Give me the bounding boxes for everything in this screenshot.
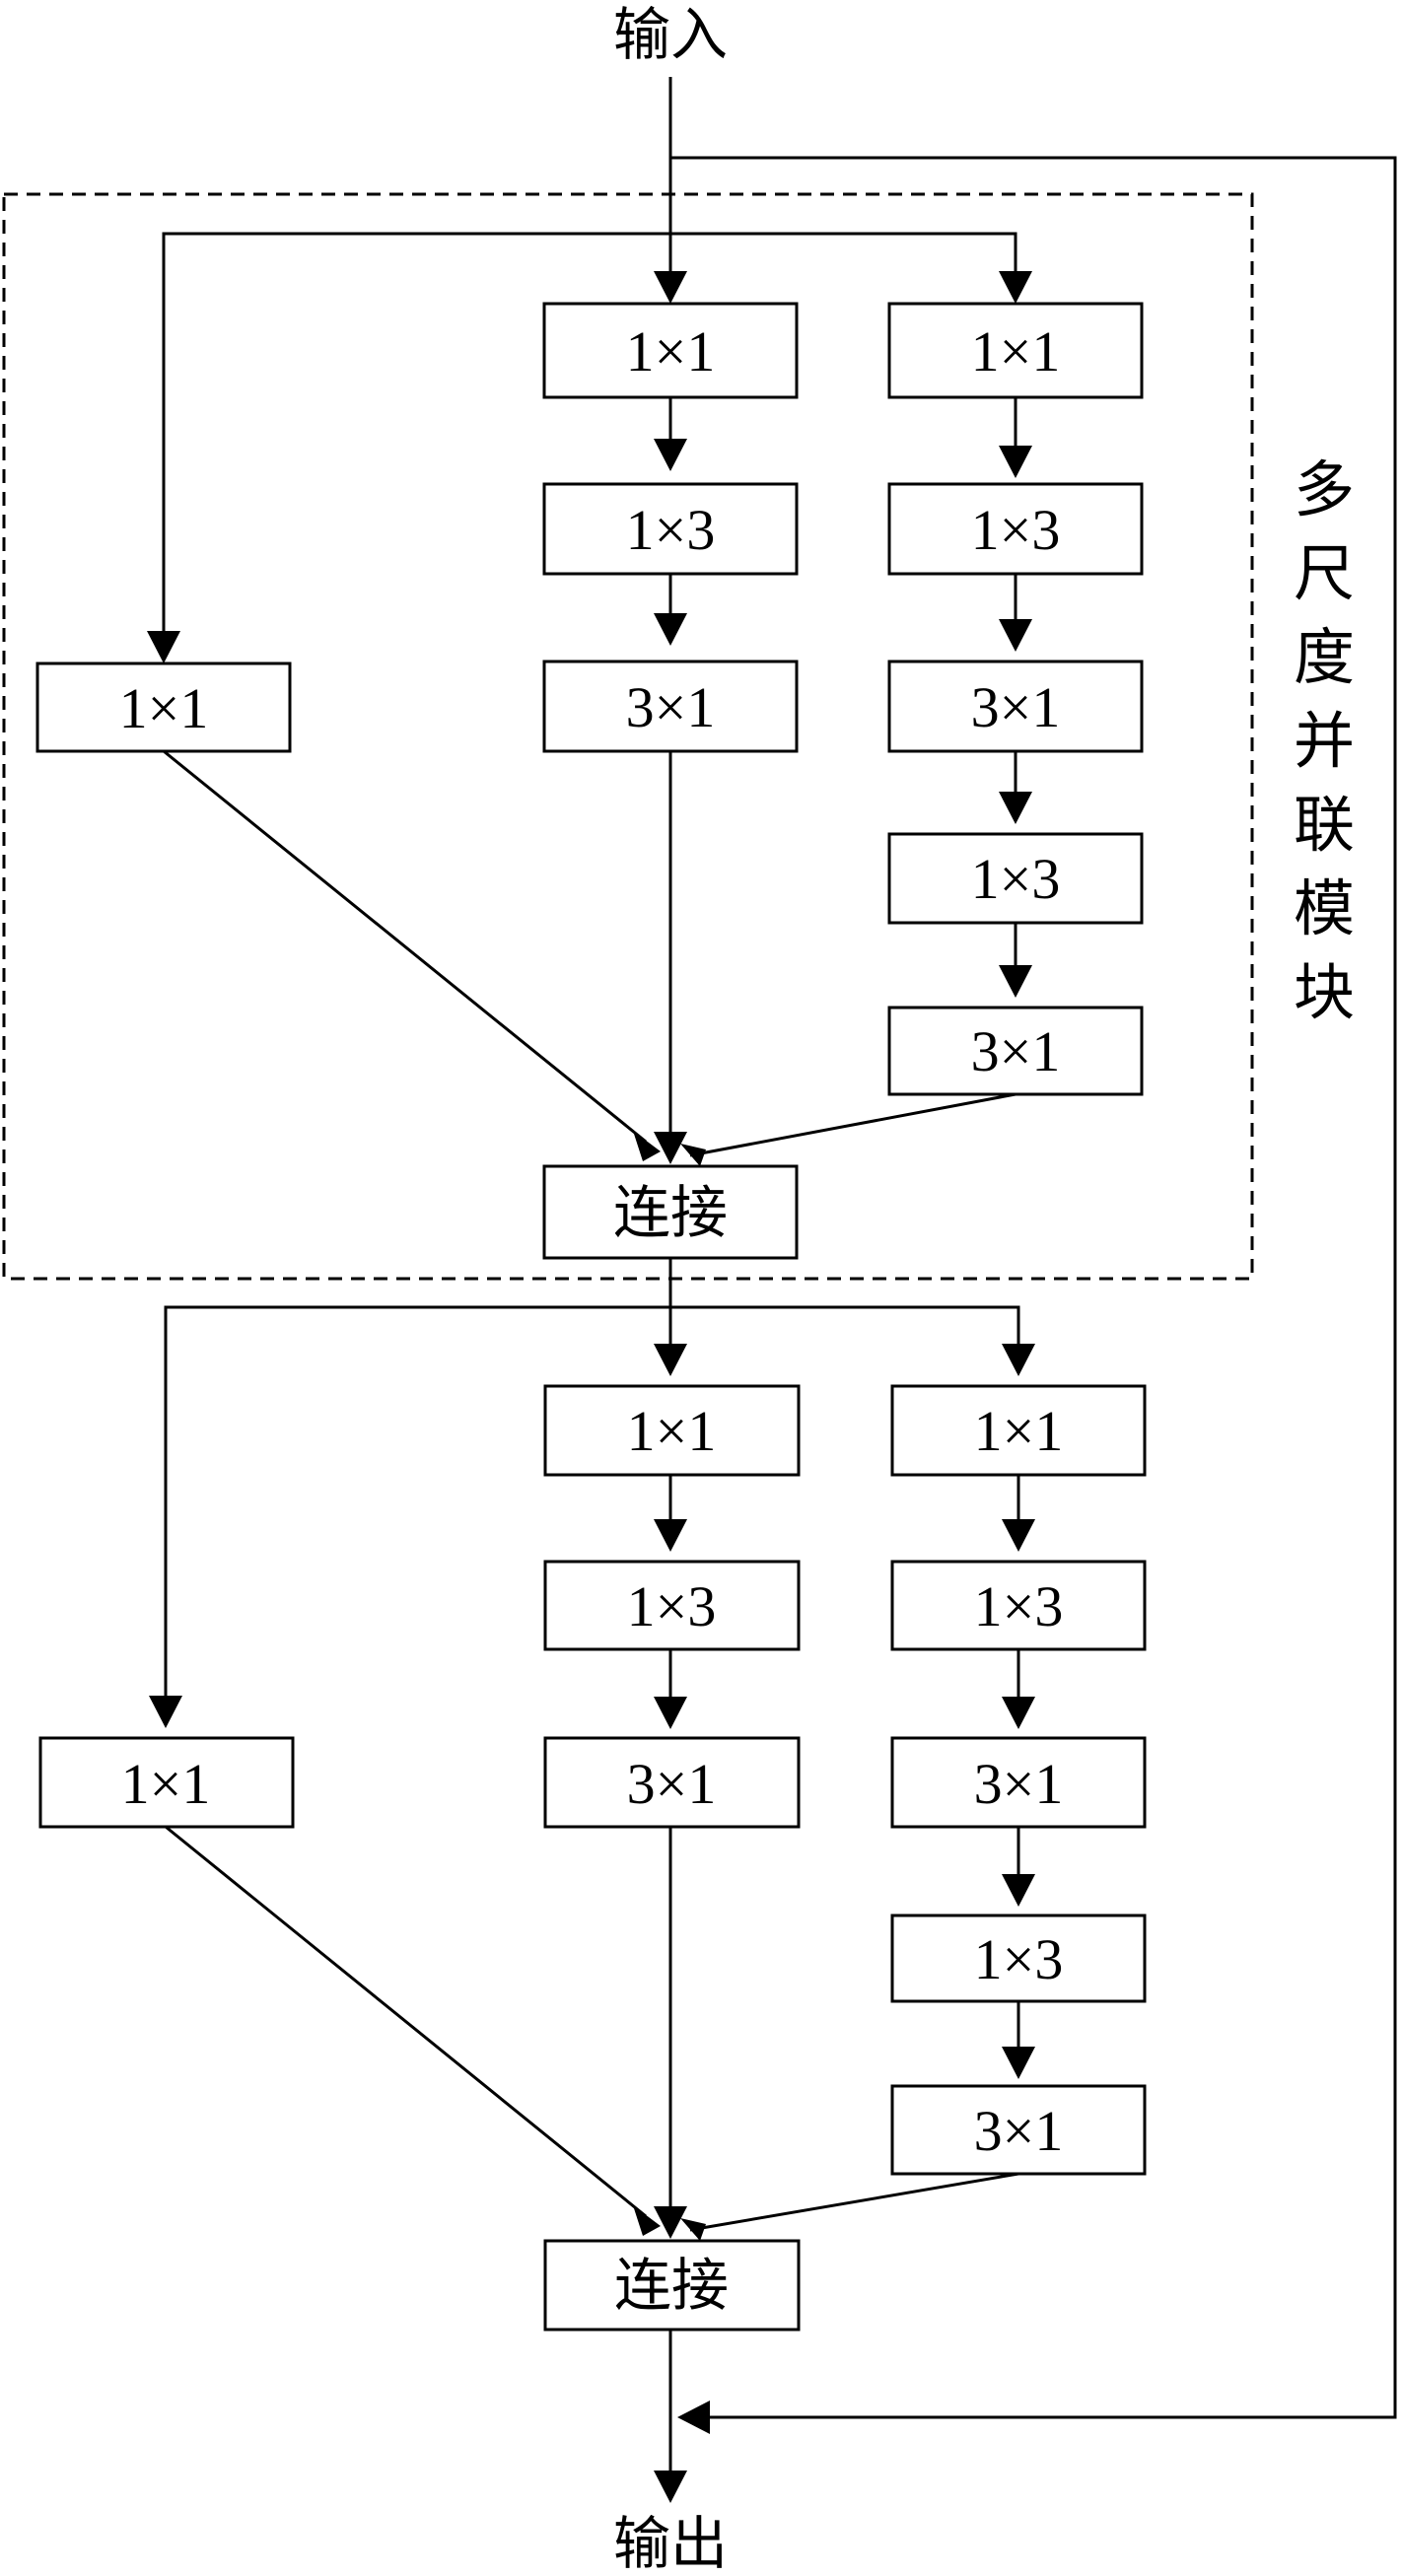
conv-label: 3×1 bbox=[974, 2099, 1064, 2163]
conv-label: 3×1 bbox=[971, 675, 1061, 739]
module-label-char: 模 bbox=[1294, 872, 1355, 944]
module-label: 多 尺 度 并 联 模 块 bbox=[1294, 453, 1355, 1028]
block1-branch3-conv5: 3×1 bbox=[887, 1006, 1144, 1096]
block1: 1×1 1×1 1×3 3×1 1×1 1×3 3×1 1 bbox=[35, 302, 1144, 1260]
block2-branch3-conv3: 3×1 bbox=[890, 1736, 1147, 1829]
module-label-char: 多 bbox=[1294, 453, 1355, 525]
conv-label: 1×1 bbox=[626, 319, 716, 383]
conv-label: 1×3 bbox=[627, 1574, 717, 1638]
output-label: 输出 bbox=[613, 2510, 728, 2576]
module-label-char: 块 bbox=[1294, 956, 1355, 1028]
block1-branch1-conv: 1×1 bbox=[35, 661, 292, 753]
block2-concat: 连接 bbox=[543, 2239, 801, 2332]
block1-branch3-conv3: 3×1 bbox=[887, 660, 1144, 753]
module-label-char: 联 bbox=[1294, 789, 1355, 861]
conv-label: 1×3 bbox=[974, 1574, 1064, 1638]
module-label-char: 尺 bbox=[1294, 537, 1355, 609]
block2-branch2-conv2: 1×3 bbox=[543, 1560, 801, 1651]
block2-branch3-conv5: 3×1 bbox=[890, 2084, 1147, 2176]
conv-label: 1×1 bbox=[121, 1752, 211, 1816]
conv-label: 1×1 bbox=[119, 676, 209, 740]
block1-branch2-conv2: 1×3 bbox=[542, 482, 799, 576]
conv-label: 1×1 bbox=[627, 1399, 717, 1463]
block1-branch3-conv1: 1×1 bbox=[887, 302, 1144, 399]
block2-branch3-conv2: 1×3 bbox=[890, 1560, 1147, 1651]
conv-label: 1×3 bbox=[974, 1927, 1064, 1991]
block1-concat: 连接 bbox=[542, 1164, 799, 1260]
conv-label: 3×1 bbox=[971, 1019, 1061, 1083]
block2-branch3-conv4: 1×3 bbox=[890, 1914, 1147, 2003]
block2-branch2-conv1: 1×1 bbox=[543, 1384, 801, 1477]
conv-label: 1×3 bbox=[971, 847, 1061, 911]
conv-label: 3×1 bbox=[627, 1752, 717, 1816]
arrowheads bbox=[147, 271, 1035, 2503]
input-label: 输入 bbox=[613, 1, 728, 68]
connectors bbox=[162, 77, 1397, 2484]
block1-branch3-conv4: 1×3 bbox=[887, 832, 1144, 925]
module-label-char: 并 bbox=[1294, 705, 1355, 777]
block2-branch3-conv1: 1×1 bbox=[890, 1384, 1147, 1477]
conv-label: 1×3 bbox=[626, 498, 716, 562]
block2-branch1-conv: 1×1 bbox=[38, 1736, 295, 1829]
module-boundary bbox=[2, 192, 1254, 1281]
block1-branch2-conv1: 1×1 bbox=[542, 302, 799, 399]
concat-label: 连接 bbox=[613, 1179, 728, 1246]
block2: 1×1 1×1 1×3 3×1 1×1 1×3 3×1 1 bbox=[38, 1384, 1147, 2332]
block2-branch2-conv3: 3×1 bbox=[543, 1736, 801, 1829]
block1-branch2-conv3: 3×1 bbox=[542, 660, 799, 753]
conv-label: 1×1 bbox=[974, 1399, 1064, 1463]
block1-branch3-conv2: 1×3 bbox=[887, 482, 1144, 576]
conv-label: 1×3 bbox=[971, 498, 1061, 562]
conv-label: 3×1 bbox=[974, 1752, 1064, 1816]
module-label-char: 度 bbox=[1294, 621, 1355, 693]
conv-label: 1×1 bbox=[971, 319, 1061, 383]
conv-label: 3×1 bbox=[626, 675, 716, 739]
concat-label: 连接 bbox=[614, 2252, 729, 2319]
